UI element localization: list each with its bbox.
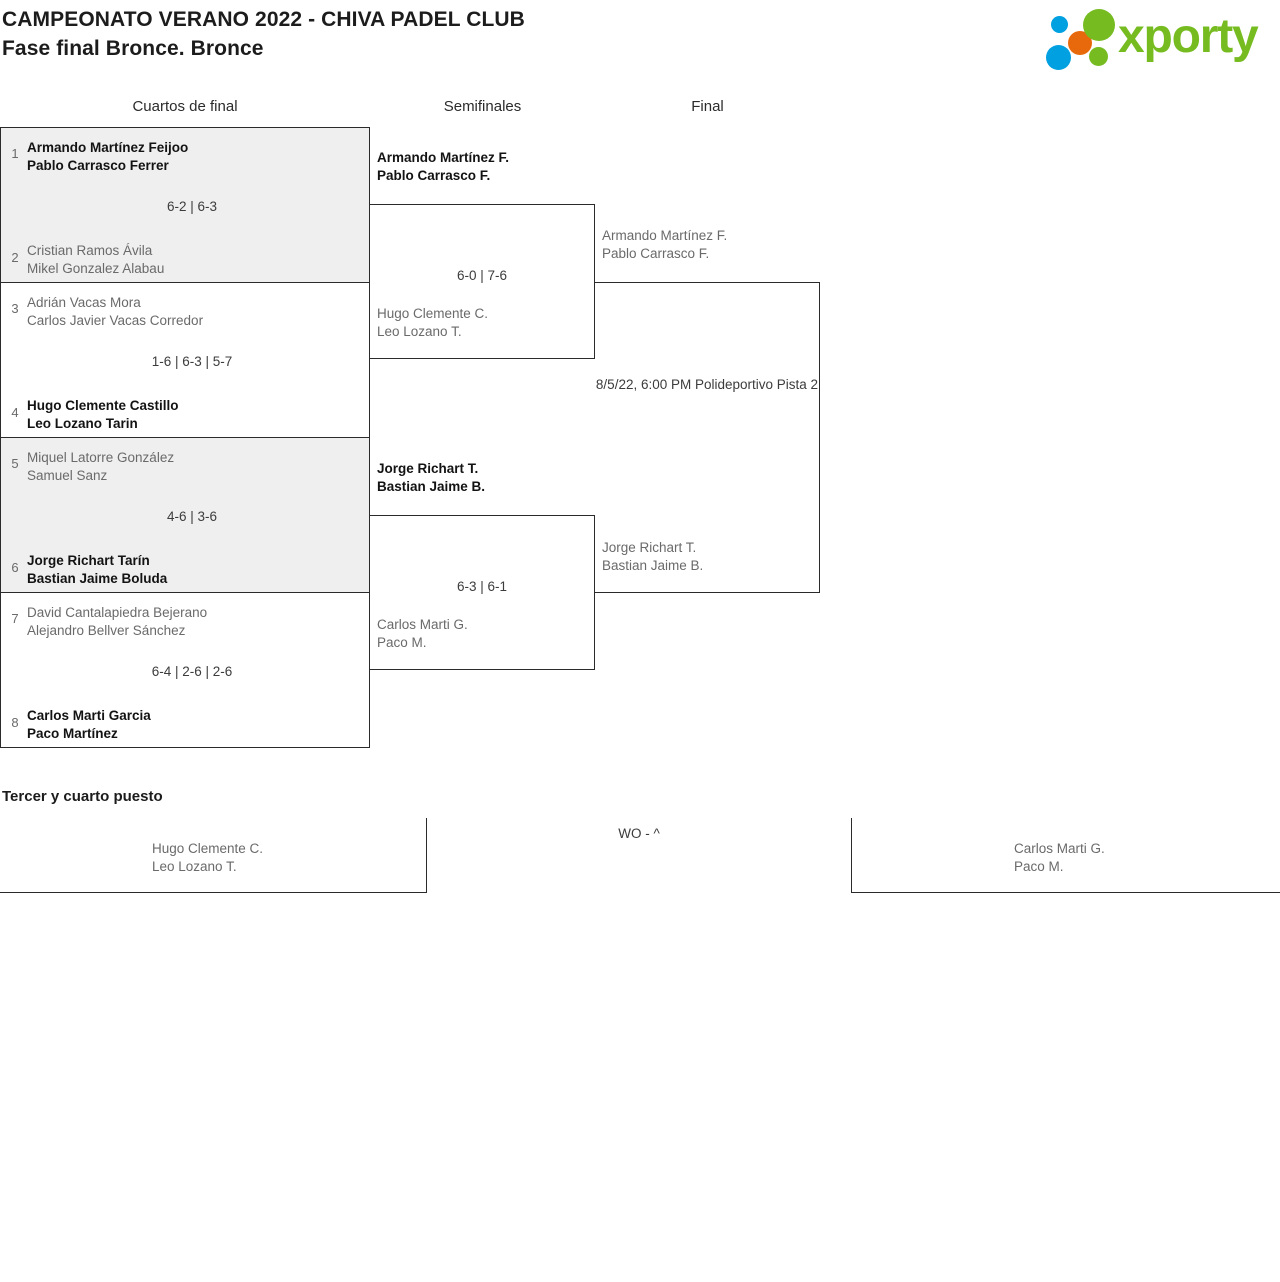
player-name: Jorge Richart T. <box>377 461 479 476</box>
tournament-title-block: CAMPEONATO VERANO 2022 - CHIVA PADEL CLU… <box>2 5 1002 63</box>
player-name: Carlos Marti G. <box>377 617 468 632</box>
final-schedule-datetime: 8/5/22, 6:00 PM Polideportivo <box>595 377 774 392</box>
logo-dot-green-large <box>1083 9 1115 41</box>
player-name: Hugo Clemente C. <box>152 841 264 856</box>
seed-number: 4 <box>11 405 19 420</box>
team-qf3-bottom: Jorge Richart Tarín Bastian Jaime Boluda <box>27 552 357 588</box>
third-place-match: Hugo Clemente C. Leo Lozano T. WO - ^ Ca… <box>0 818 1280 894</box>
team-final-bottom: Jorge Richart T. Bastian Jaime B. <box>602 539 817 575</box>
team-qf4-bottom: Carlos Marti Garcia Paco Martínez <box>27 707 357 743</box>
team-sf2-bottom: Carlos Marti G. Paco M. <box>377 616 592 652</box>
player-name: Paco M. <box>377 635 427 650</box>
player-name: Jorge Richart Tarín <box>27 553 150 568</box>
player-name: Cristian Ramos Ávila <box>27 243 153 258</box>
team-qf4-top: David Cantalapiedra Bejerano Alejandro B… <box>27 604 357 640</box>
third-place-left-box[interactable] <box>0 818 427 893</box>
logo-wordmark: xporty <box>1118 10 1259 63</box>
player-name: David Cantalapiedra Bejerano <box>27 605 208 620</box>
team-final-top: Armando Martínez F. Pablo Carrasco F. <box>602 227 817 263</box>
round-header-quarterfinals: Cuartos de final <box>132 98 238 115</box>
match-score-qf4: 6-4 | 2-6 | 2-6 <box>151 664 233 679</box>
match-score-qf3: 4-6 | 3-6 <box>166 509 218 524</box>
player-name: Leo Lozano T. <box>377 324 462 339</box>
player-name: Leo Lozano Tarin <box>27 416 138 431</box>
seed-number: 2 <box>11 250 19 265</box>
match-score-qf2: 1-6 | 6-3 | 5-7 <box>151 354 233 369</box>
match-box-qf1[interactable]: 1 Armando Martínez Feijoo Pablo Carrasco… <box>0 127 370 283</box>
match-score-qf1: 6-2 | 6-3 <box>166 199 218 214</box>
seed-number: 5 <box>11 456 19 471</box>
player-name: Bastian Jaime B. <box>377 479 486 494</box>
player-name: Carlos Javier Vacas Corredor <box>27 313 204 328</box>
page-header: CAMPEONATO VERANO 2022 - CHIVA PADEL CLU… <box>0 0 1280 88</box>
logo-dot-blue-large <box>1046 45 1071 70</box>
team-qf2-top: Adrián Vacas Mora Carlos Javier Vacas Co… <box>27 294 357 330</box>
player-name: Hugo Clemente C. <box>377 306 489 321</box>
third-place-right-box[interactable] <box>851 818 1280 893</box>
player-name: Mikel Gonzalez Alabau <box>27 261 165 276</box>
player-name: Carlos Marti G. <box>1014 841 1105 856</box>
match-score-third-place: WO - ^ <box>618 826 660 841</box>
match-box-final[interactable]: 8/5/22, 6:00 PM Polideportivo Pista 2 <box>595 282 820 593</box>
seed-number: 1 <box>11 146 19 161</box>
player-name: Carlos Marti Garcia <box>27 708 151 723</box>
seed-number: 3 <box>11 301 19 316</box>
player-name: Paco Martínez <box>27 726 118 741</box>
player-name: Bastian Jaime Boluda <box>27 571 168 586</box>
player-name: Pablo Carrasco Ferrer <box>27 158 169 173</box>
tournament-phase: Fase final Bronce. Bronce <box>2 37 264 60</box>
xporty-dots-icon <box>1046 7 1120 70</box>
team-qf2-bottom: Hugo Clemente Castillo Leo Lozano Tarin <box>27 397 357 433</box>
final-schedule-court: Pista 2 <box>776 377 819 392</box>
player-name: Armando Martínez Feijoo <box>27 140 189 155</box>
match-score-sf1: 6-0 | 7-6 <box>456 268 508 283</box>
team-sf1-bottom: Hugo Clemente C. Leo Lozano T. <box>377 305 592 341</box>
bracket-tree: 1 Armando Martínez Feijoo Pablo Carrasco… <box>0 127 830 752</box>
logo-dot-green-small <box>1089 47 1108 66</box>
player-name: Paco M. <box>1014 859 1064 874</box>
player-name: Jorge Richart T. <box>602 540 697 555</box>
player-name: Alejandro Bellver Sánchez <box>27 623 186 638</box>
player-name: Leo Lozano T. <box>152 859 237 874</box>
team-qf1-top: Armando Martínez Feijoo Pablo Carrasco F… <box>27 139 357 175</box>
logo-dot-blue-small <box>1051 16 1068 33</box>
player-name: Miquel Latorre González <box>27 450 175 465</box>
team-qf3-top: Miquel Latorre González Samuel Sanz <box>27 449 357 485</box>
round-header-semifinals: Semifinales <box>443 98 522 115</box>
team-third-place-right: Carlos Marti G. Paco M. <box>1014 840 1274 876</box>
match-box-qf3[interactable]: 5 Miquel Latorre González Samuel Sanz 4-… <box>0 437 370 593</box>
seed-number: 7 <box>11 611 19 626</box>
match-box-qf4[interactable]: 7 David Cantalapiedra Bejerano Alejandro… <box>0 592 370 748</box>
round-header-final: Final <box>691 98 724 115</box>
tournament-name: CAMPEONATO VERANO 2022 - CHIVA PADEL CLU… <box>2 8 525 31</box>
player-name: Armando Martínez F. <box>602 228 728 243</box>
seed-number: 8 <box>11 715 19 730</box>
player-name: Bastian Jaime B. <box>602 558 704 573</box>
player-name: Samuel Sanz <box>27 468 108 483</box>
player-name: Hugo Clemente Castillo <box>27 398 179 413</box>
match-box-sf2[interactable]: 6-3 | 6-1 <box>370 515 595 670</box>
team-qf1-bottom: Cristian Ramos Ávila Mikel Gonzalez Alab… <box>27 242 357 278</box>
team-third-place-left: Hugo Clemente C. Leo Lozano T. <box>152 840 412 876</box>
seed-number: 6 <box>11 560 19 575</box>
third-place-title: Tercer y cuarto puesto <box>2 788 163 805</box>
player-name: Armando Martínez F. <box>377 150 510 165</box>
player-name: Adrián Vacas Mora <box>27 295 141 310</box>
team-sf2-top: Jorge Richart T. Bastian Jaime B. <box>377 460 592 496</box>
match-box-sf1[interactable]: 6-0 | 7-6 <box>370 204 595 359</box>
xporty-logo[interactable]: xporty <box>1046 6 1272 70</box>
team-sf1-top: Armando Martínez F. Pablo Carrasco F. <box>377 149 592 185</box>
match-box-qf2[interactable]: 3 Adrián Vacas Mora Carlos Javier Vacas … <box>0 282 370 438</box>
match-score-sf2: 6-3 | 6-1 <box>456 579 508 594</box>
player-name: Pablo Carrasco F. <box>602 246 710 261</box>
player-name: Pablo Carrasco F. <box>377 168 491 183</box>
final-schedule: 8/5/22, 6:00 PM Polideportivo Pista 2 <box>595 376 819 394</box>
